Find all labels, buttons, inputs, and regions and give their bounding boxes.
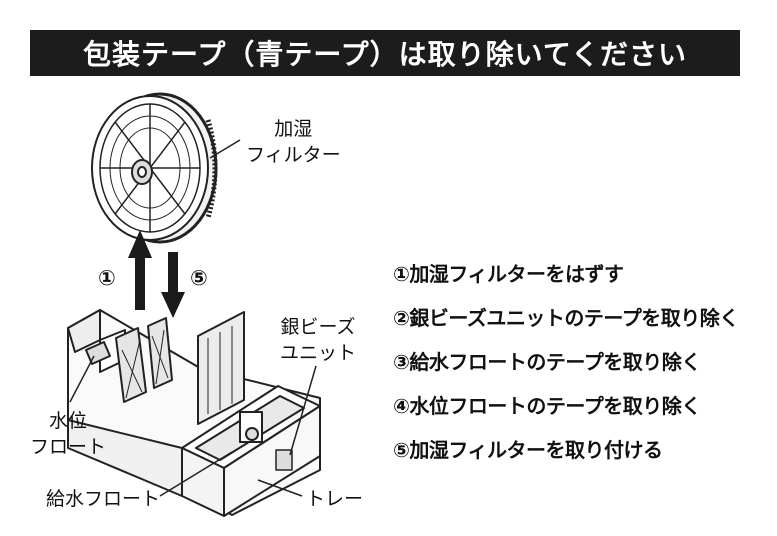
title-text: 包装テープ（青テープ）は取り除いてください — [83, 38, 687, 71]
arrows — [128, 230, 185, 318]
step-1: ①加湿フィルターをはずす — [393, 262, 624, 286]
steps-list: ①加湿フィルターをはずす ②銀ビーズユニットのテープを取り除く ③給水フロートの… — [393, 252, 739, 472]
label-humidifying-filter: 加湿 フィルター — [246, 118, 341, 166]
label-water-level-float: 水位 フロート — [30, 410, 107, 458]
leader-lines — [69, 139, 317, 497]
step-3: ③給水フロートのテープを取り除く — [393, 350, 701, 374]
arrow-up-icon — [128, 230, 152, 310]
step-5: ⑤加湿フィルターを取り付ける — [393, 438, 663, 462]
humidifier-base-illustration — [67, 309, 321, 517]
step-4: ④水位フロートのテープを取り除く — [393, 394, 701, 418]
label-tray: トレー — [306, 488, 364, 510]
title-banner: 包装テープ（青テープ）は取り除いてください — [30, 30, 740, 76]
label-silver-beads-unit: 銀ビーズ ユニット — [280, 316, 357, 364]
label-water-supply-float: 給水フロート — [46, 488, 161, 510]
humidifier-filter-illustration — [91, 92, 218, 244]
arrow-label-1: ① — [98, 266, 116, 290]
arrow-label-5: ⑤ — [190, 266, 208, 290]
step-2: ②銀ビーズユニットのテープを取り除く — [393, 306, 739, 330]
arrow-down-icon — [161, 252, 185, 318]
